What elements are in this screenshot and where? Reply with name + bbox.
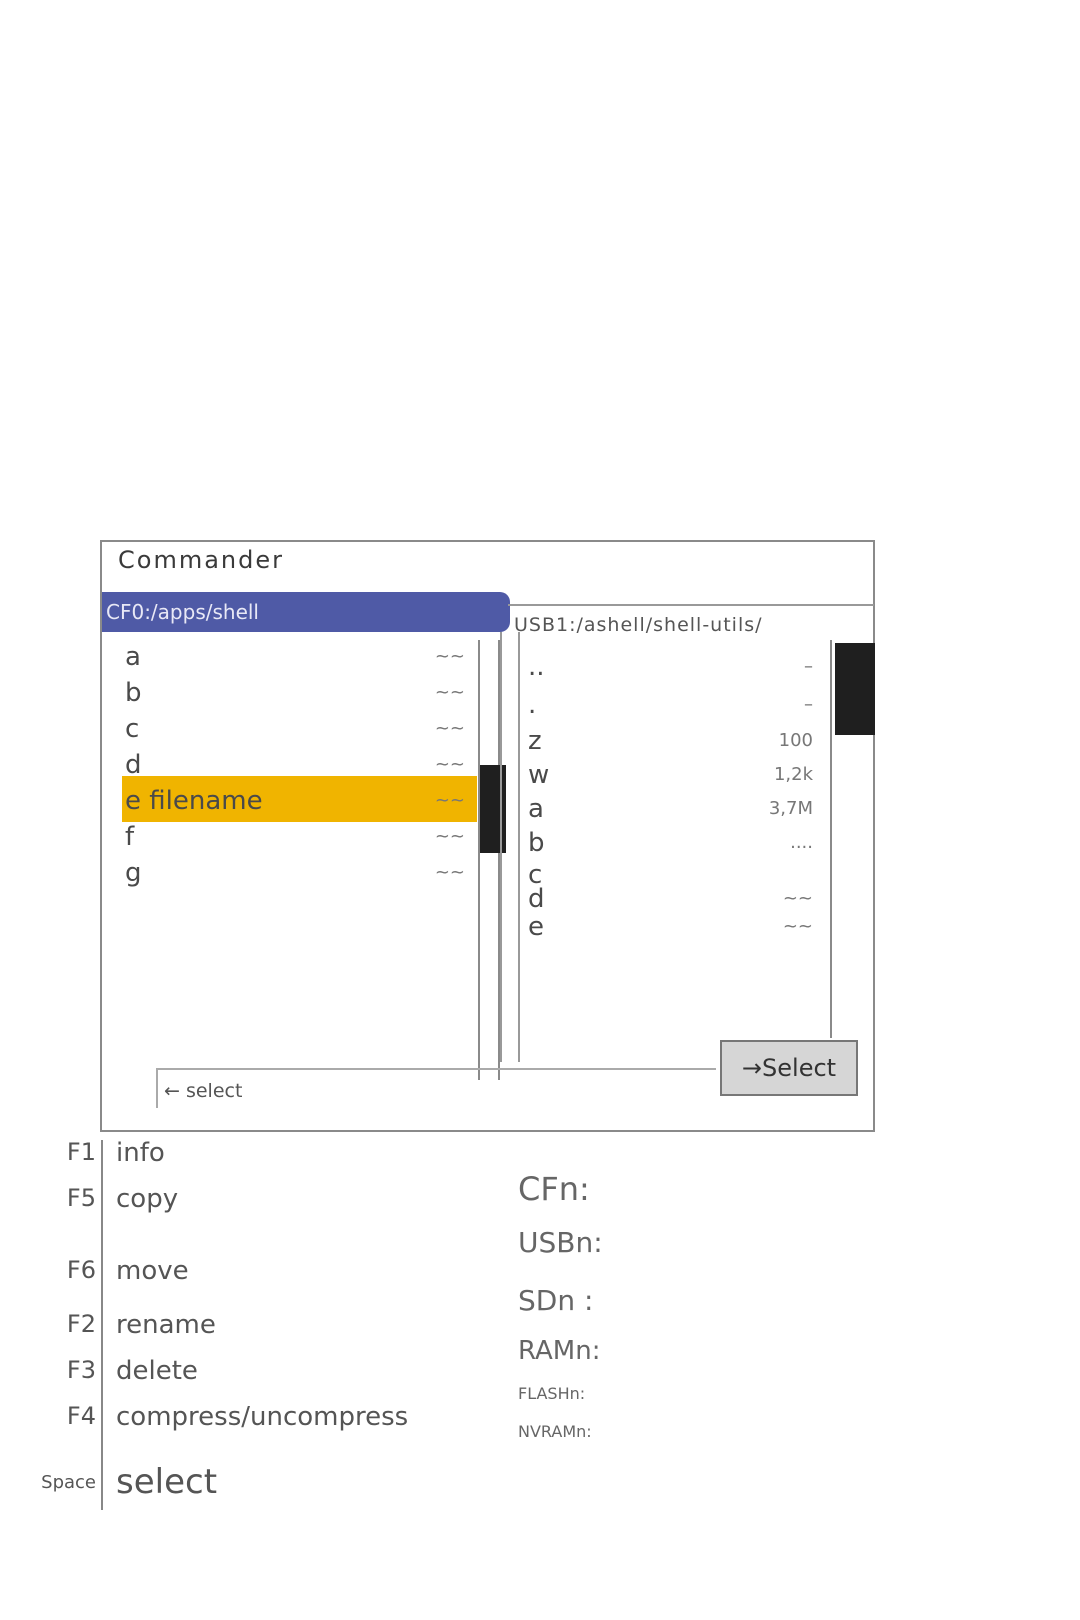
file-name: . [528,690,537,720]
file-size: ~~ [434,646,465,667]
shortcut-key: F2 [66,1310,96,1338]
shortcut-action: info [116,1138,165,1168]
file-name: b [528,828,545,858]
file-size: ~~ [782,888,813,909]
shortcut-row: F4 compress/uncompress [0,1402,500,1452]
device-label: USBn: [518,1226,603,1259]
left-file-row-selected[interactable]: e filename ~~ [125,784,465,818]
shortcut-row: F5 copy [0,1184,500,1234]
file-size: – [804,694,813,715]
file-name: a [125,642,141,672]
shortcut-action: select [116,1462,218,1502]
shortcut-divider [101,1140,103,1510]
right-file-row[interactable]: . – [528,688,813,722]
right-select-button[interactable]: →Select [720,1040,858,1096]
file-size: ~~ [434,862,465,883]
file-size: ~~ [434,826,465,847]
left-panel-path[interactable]: CF0:/apps/shell [102,592,510,632]
left-file-row[interactable]: b ~~ [125,676,465,710]
file-name: g [125,858,142,888]
panel-divider [500,632,520,1062]
shortcut-action: rename [116,1310,216,1340]
window-title: Commander [118,546,284,574]
file-name: b [125,678,142,708]
file-size: – [804,656,813,677]
shortcut-key: F6 [66,1256,96,1284]
left-file-panel: a ~~ b ~~ c ~~ d ~~ e filename ~~ f ~~ g… [103,640,493,1090]
device-label: SDn : [518,1284,594,1317]
right-scrollbar-thumb[interactable] [835,643,875,735]
shortcut-key: F5 [66,1184,96,1212]
right-file-row[interactable]: d ~~ [528,882,813,916]
file-size: ~~ [782,916,813,937]
left-file-row[interactable]: d ~~ [125,748,465,782]
shortcut-row: F6 move [0,1256,500,1306]
device-label: FLASHn: [518,1384,586,1403]
device-label: RAMn: [518,1336,601,1366]
right-file-row[interactable]: w 1,2k [528,758,813,792]
shortcut-action: copy [116,1184,179,1214]
file-name: d [528,884,545,914]
left-file-row[interactable]: a ~~ [125,640,465,674]
file-name: e [528,912,544,942]
file-size: .... [790,832,813,853]
right-path-divider [508,604,874,606]
right-file-row[interactable]: c [528,858,813,892]
file-size: ~~ [434,682,465,703]
file-name: .. [528,652,545,682]
file-name: e filename [125,786,263,816]
shortcut-action: compress/uncompress [116,1402,409,1432]
shortcut-row: F2 rename [0,1310,500,1360]
file-name: w [528,760,550,790]
file-name: f [125,822,135,852]
shortcut-action: move [116,1256,189,1286]
right-file-row[interactable]: e ~~ [528,910,813,944]
shortcut-row: Space select [0,1462,500,1512]
shortcut-row: F3 delete [0,1356,500,1406]
bottom-status-bar [156,1068,716,1108]
file-name: c [125,714,140,744]
file-size: 1,2k [773,764,813,785]
device-label: CFn: [518,1170,590,1208]
shortcut-key: Space [41,1472,96,1493]
right-panel-path[interactable]: USB1:/ashell/shell-utils/ [514,614,763,636]
shortcut-action: delete [116,1356,198,1386]
left-file-row[interactable]: c ~~ [125,712,465,746]
shortcut-key: F3 [66,1356,96,1384]
left-select-button[interactable]: ← select [164,1080,243,1102]
file-size: ~~ [434,790,465,811]
file-name: a [528,794,544,824]
shortcut-key: F4 [66,1402,96,1430]
device-label: NVRAMn: [518,1422,592,1441]
right-file-row[interactable]: a 3,7M [528,792,813,826]
shortcut-row: F1 info [0,1138,500,1188]
right-file-row[interactable]: .. – [528,650,813,684]
file-size: 3,7M [768,798,813,819]
shortcut-key: F1 [66,1138,96,1166]
right-scrollbar[interactable] [830,640,874,1038]
left-scrollbar[interactable] [478,640,500,1080]
file-size: 100 [778,730,813,751]
file-name: z [528,726,542,756]
left-file-row[interactable]: g ~~ [125,856,465,890]
right-file-row[interactable]: z 100 [528,724,813,758]
file-name: d [125,750,142,780]
right-file-row[interactable]: b .... [528,826,813,860]
file-size: ~~ [434,754,465,775]
left-file-row[interactable]: f ~~ [125,820,465,854]
selected-row-highlight [122,776,477,822]
file-size: ~~ [434,718,465,739]
file-name: c [528,860,543,890]
